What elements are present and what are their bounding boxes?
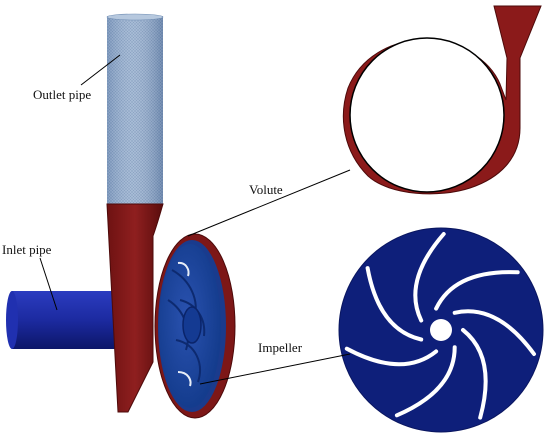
leader-lines: [39, 54, 351, 385]
impeller-detail: [338, 227, 544, 433]
impeller-in-casing: [159, 244, 221, 408]
impeller-leader: [199, 353, 351, 385]
impeller-blade: [452, 309, 536, 356]
volute-section: [342, 5, 542, 195]
impeller-blade: [344, 346, 439, 367]
impeller-blade: [394, 345, 457, 418]
outlet-pipe-label: Outlet pipe: [33, 87, 92, 102]
outlet-pipe: [106, 13, 164, 204]
impeller-blade: [461, 328, 488, 420]
outlet-pipe-leader: [80, 54, 121, 86]
impeller-label: Impeller: [258, 340, 303, 355]
volute-leader: [187, 169, 351, 237]
inlet-pipe-label: Inlet pipe: [2, 242, 52, 257]
impeller-blade: [434, 270, 520, 311]
impeller-blade: [413, 232, 446, 323]
volute-label: Volute: [249, 182, 283, 197]
impeller-blade: [365, 266, 424, 342]
inlet-pipe-leader: [39, 257, 58, 311]
